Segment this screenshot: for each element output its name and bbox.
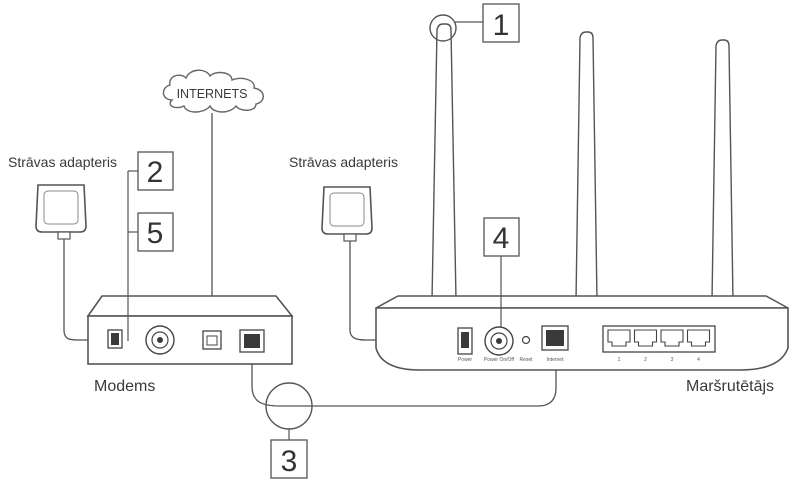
power-adapter-left: Strāvas adapteris bbox=[8, 154, 117, 240]
router-power-switch: Power On/Off bbox=[484, 326, 515, 363]
router-internet-port: Internet bbox=[541, 325, 569, 363]
cloud-shape bbox=[162, 69, 264, 113]
modem: Modems bbox=[86, 295, 294, 395]
internet-label: INTERNETS bbox=[177, 87, 248, 101]
lan-port-3 bbox=[660, 329, 684, 347]
step-1-circle bbox=[429, 14, 457, 42]
adapter-right-label: Strāvas adapteris bbox=[289, 154, 398, 170]
step-1-number: 1 bbox=[493, 9, 510, 42]
lan-port-label: 3 bbox=[671, 357, 674, 363]
step-1-box bbox=[482, 3, 520, 43]
router-power-label: Power bbox=[458, 357, 473, 363]
step-5-box bbox=[137, 212, 174, 252]
modem-power-port bbox=[107, 329, 123, 349]
router-power-cable bbox=[349, 240, 462, 341]
step-4-marker: 4 bbox=[483, 217, 520, 327]
step-2-box bbox=[137, 151, 174, 191]
router: Power Power On/Off Reset Internet 1 2 3 4 M… bbox=[375, 23, 789, 395]
antenna-left bbox=[431, 23, 457, 301]
ethernet-cable bbox=[251, 346, 557, 407]
router-internet-label: Internet bbox=[547, 357, 565, 363]
adapter-left-label: Strāvas adapteris bbox=[8, 154, 117, 170]
modem-label: Modems bbox=[94, 378, 155, 395]
lan-port-2 bbox=[633, 329, 658, 347]
step-1-marker: 1 bbox=[429, 3, 520, 43]
modem-top bbox=[86, 295, 294, 317]
modem-power-button bbox=[145, 325, 175, 355]
step-2-5-leader bbox=[127, 170, 138, 341]
router-power-switch-label: Power On/Off bbox=[484, 357, 515, 363]
modem-dsl-port bbox=[202, 330, 222, 350]
router-reset-label: Reset bbox=[519, 357, 533, 363]
step-3-marker: 3 bbox=[265, 382, 313, 479]
step-4-number: 4 bbox=[493, 222, 510, 255]
lan-port-1 bbox=[607, 329, 631, 347]
lan-port-4 bbox=[686, 329, 711, 347]
lan-port-label: 1 bbox=[618, 357, 621, 363]
adapter-right-body bbox=[321, 186, 373, 235]
step-3-box bbox=[270, 439, 308, 479]
step-5-marker: 5 bbox=[137, 212, 174, 252]
modem-ethernet-port bbox=[239, 329, 265, 353]
router-power-port: Power bbox=[457, 327, 473, 363]
lan-port-label: 2 bbox=[644, 357, 647, 363]
router-top bbox=[375, 295, 789, 309]
antenna-middle bbox=[575, 31, 598, 301]
adapter-right-plug bbox=[343, 233, 357, 242]
router-label: Maršrutētājs bbox=[686, 378, 774, 395]
step-5-number: 5 bbox=[147, 217, 164, 250]
modem-power-cable bbox=[63, 238, 110, 341]
lan-port-label: 4 bbox=[697, 357, 700, 363]
internet-cloud: INTERNETS bbox=[162, 69, 264, 113]
step-3-number: 3 bbox=[281, 445, 298, 478]
adapter-left-face bbox=[43, 190, 79, 225]
adapter-left-body bbox=[35, 184, 87, 233]
antenna-right bbox=[711, 39, 734, 301]
power-adapter-right: Strāvas adapteris bbox=[289, 154, 398, 242]
step-2-number: 2 bbox=[147, 156, 164, 189]
router-reset-button: Reset bbox=[519, 335, 533, 363]
router-front-panel bbox=[375, 307, 789, 371]
cables bbox=[63, 113, 557, 407]
adapter-left-plug bbox=[57, 231, 71, 240]
adapter-right-face bbox=[329, 192, 365, 227]
step-2-marker: 2 bbox=[137, 151, 174, 191]
router-lan-ports: 1 2 3 4 bbox=[602, 325, 716, 363]
